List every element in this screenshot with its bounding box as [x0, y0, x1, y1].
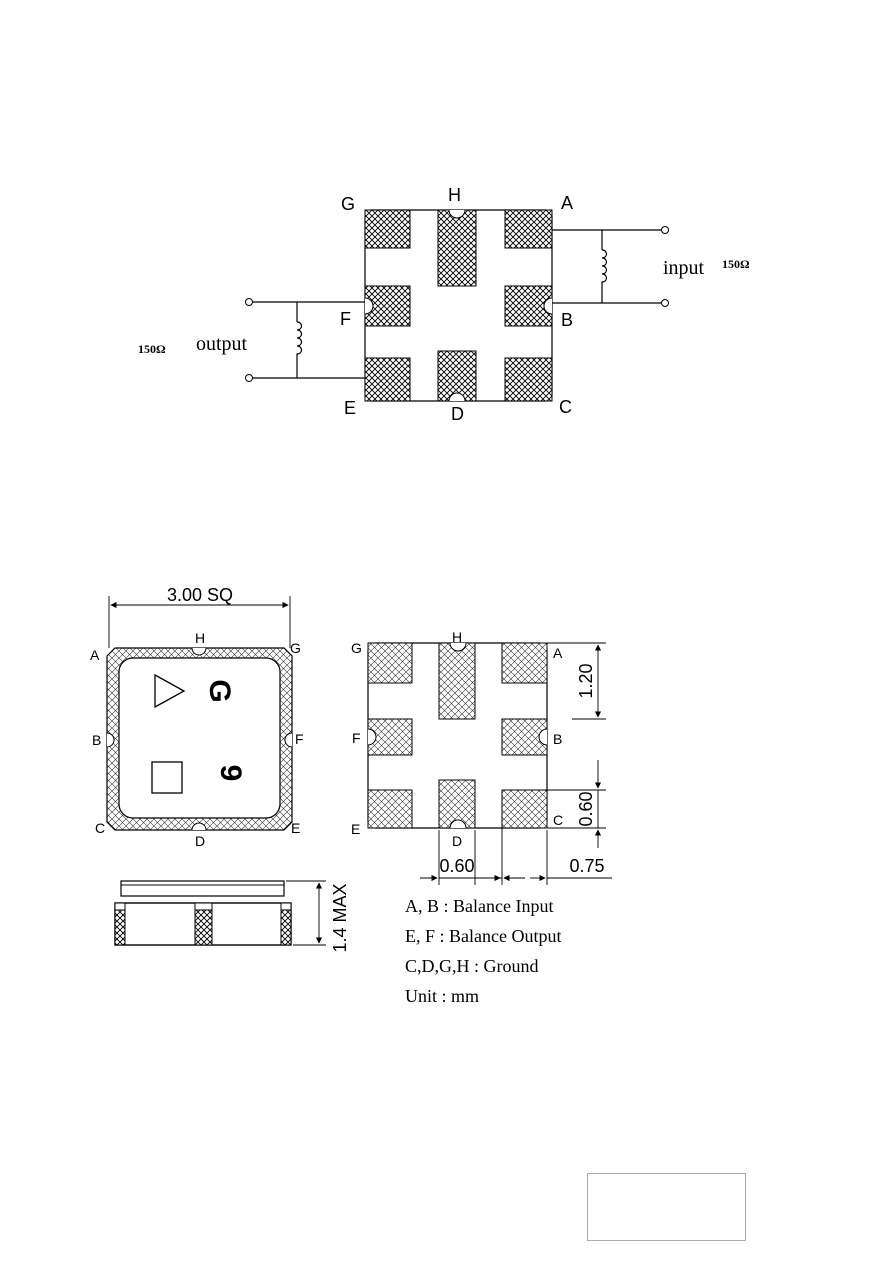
pin-legend: A, B : Balance Input E, F : Balance Outp…	[405, 896, 561, 1006]
input-impedance: 150Ω	[722, 257, 750, 271]
marking-9: 9	[214, 765, 247, 782]
pin-label-f: F	[340, 309, 351, 329]
side-view: 1.4 MAX	[114, 880, 350, 953]
pad-e	[364, 357, 411, 402]
output-label: output	[196, 333, 248, 355]
dimension-1-20: 1.20	[576, 663, 596, 698]
input-terminal-1	[661, 226, 669, 234]
top-pin-c: C	[95, 820, 105, 836]
connection-diagram: A B C D E F G H input 150Ω output 150Ω	[138, 185, 750, 424]
output-inductor-icon	[296, 321, 303, 358]
legend-balance-input: A, B : Balance Input	[405, 896, 553, 916]
pad-c	[504, 357, 553, 402]
bottom-pin-a: A	[553, 645, 563, 661]
input-inductor-icon	[601, 249, 608, 284]
pad-g	[364, 209, 411, 249]
bottom-view: 1.20 0.60 0.60 0.75 A B C D E F G H	[351, 629, 612, 885]
pin-label-d: D	[451, 404, 464, 424]
pad-h	[437, 209, 477, 287]
bottom-pin-e: E	[351, 821, 360, 837]
triangle-mark-icon	[154, 673, 186, 709]
top-view: 3.00 SQ G 9 A B C D E F G H	[90, 585, 304, 849]
bottom-pin-d: D	[452, 833, 462, 849]
empty-box	[587, 1173, 746, 1241]
output-terminal-1	[245, 298, 253, 306]
height-1-4-max: 1.4 MAX	[330, 883, 350, 952]
dimension-0-60-horizontal: 0.60	[439, 856, 474, 876]
top-pin-e: E	[291, 820, 300, 836]
top-pin-f: F	[295, 731, 304, 747]
pad-a	[504, 209, 553, 249]
top-pin-a: A	[90, 647, 100, 663]
pin-label-b: B	[561, 310, 573, 330]
input-terminal-2	[661, 299, 669, 307]
legend-unit: Unit : mm	[405, 986, 479, 1006]
square-mark-icon	[151, 761, 183, 794]
dimension-3-00-sq: 3.00 SQ	[167, 585, 233, 605]
top-pin-h: H	[195, 630, 205, 646]
output-terminal-2	[245, 374, 253, 382]
marking-g: G	[203, 679, 236, 702]
side-view-lid	[120, 880, 285, 897]
bottom-pin-f: F	[352, 730, 361, 746]
input-label: input	[663, 257, 705, 279]
legend-balance-output: E, F : Balance Output	[405, 926, 561, 946]
bottom-pin-c: C	[553, 812, 563, 828]
legend-ground: C,D,G,H : Ground	[405, 956, 539, 976]
top-pin-g: G	[290, 640, 301, 656]
pin-label-h: H	[448, 185, 461, 205]
top-pin-d: D	[195, 833, 205, 849]
top-view-lid	[118, 657, 281, 819]
bottom-pin-g: G	[351, 640, 362, 656]
pin-label-c: C	[559, 397, 572, 417]
bottom-pin-b: B	[553, 731, 562, 747]
dimension-0-75: 0.75	[569, 856, 604, 876]
bottom-pin-h: H	[452, 629, 462, 645]
pin-label-a: A	[561, 193, 573, 213]
output-impedance: 150Ω	[138, 342, 166, 356]
pin-label-g: G	[341, 194, 355, 214]
pin-label-e: E	[344, 398, 356, 418]
top-pin-b: B	[92, 732, 101, 748]
dimension-0-60-vertical: 0.60	[576, 791, 596, 826]
